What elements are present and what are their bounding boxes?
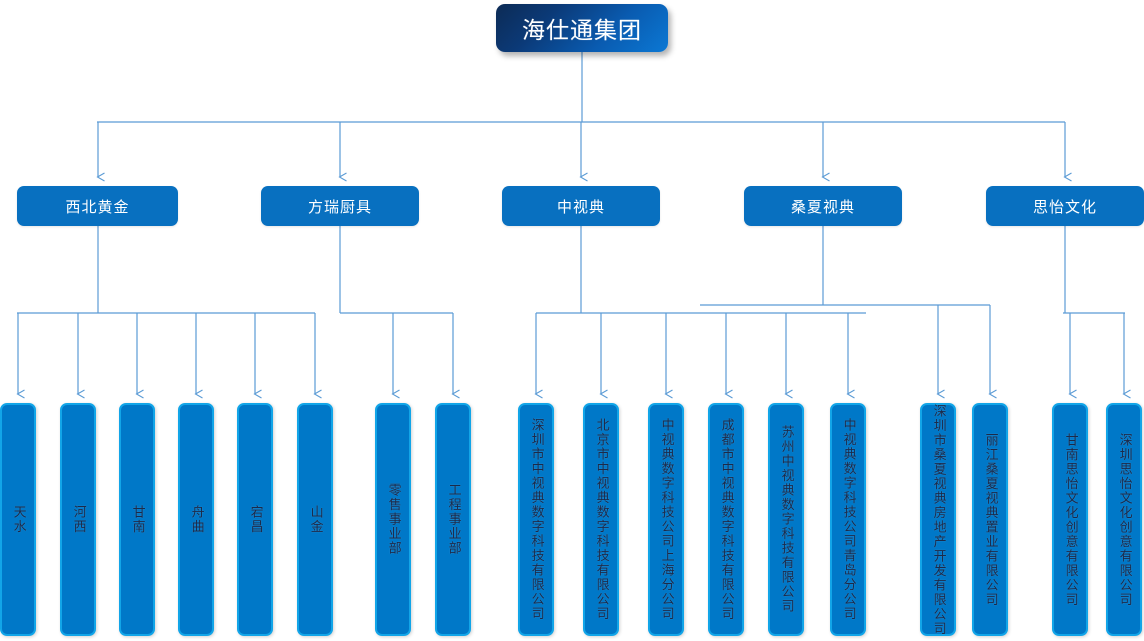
leaf-node[interactable]: 深圳市桑夏视典房地产开发有限公司 xyxy=(920,403,956,636)
leaf-label: 宕昌 xyxy=(247,505,263,534)
leaf-label: 工程事业部 xyxy=(445,483,461,556)
leaf-label: 舟曲 xyxy=(188,505,204,534)
leaf-label: 河西 xyxy=(70,505,86,534)
division-node-sangxia-shidian[interactable]: 桑夏视典 xyxy=(744,186,902,226)
division-label: 中视典 xyxy=(556,197,605,216)
leaf-node[interactable]: 中视典数字科技公司上海分公司 xyxy=(648,403,684,636)
leaf-label: 丽江桑夏视典置业有限公司 xyxy=(982,432,998,607)
leaf-node[interactable]: 山金 xyxy=(297,403,333,636)
leaf-node[interactable]: 苏州中视典数字科技有限公司 xyxy=(768,403,804,636)
leaf-node[interactable]: 成都市中视典数字科技有限公司 xyxy=(708,403,744,636)
division-label: 思怡文化 xyxy=(1032,197,1097,216)
leaf-node[interactable]: 中视典数字科技公司青岛分公司 xyxy=(830,403,866,636)
leaf-label: 深圳市桑夏视典房地产开发有限公司 xyxy=(930,403,946,636)
leaf-node[interactable]: 甘南思怡文化创意有限公司 xyxy=(1052,403,1088,636)
leaf-node[interactable]: 深圳思怡文化创意有限公司 xyxy=(1106,403,1142,636)
leaf-label: 深圳思怡文化创意有限公司 xyxy=(1116,432,1132,607)
leaf-label: 甘南 xyxy=(129,505,145,534)
division-node-siyi-wenhua[interactable]: 思怡文化 xyxy=(986,186,1144,226)
division-node-xibei-huangjin[interactable]: 西北黄金 xyxy=(17,186,178,226)
leaf-label: 成都市中视典数字科技有限公司 xyxy=(718,418,734,621)
leaf-label: 中视典数字科技公司上海分公司 xyxy=(658,418,674,621)
leaf-node[interactable]: 工程事业部 xyxy=(435,403,471,636)
leaf-label: 零售事业部 xyxy=(385,483,401,556)
leaf-node[interactable]: 天水 xyxy=(0,403,36,636)
leaf-label: 苏州中视典数字科技有限公司 xyxy=(778,425,794,614)
division-label: 桑夏视典 xyxy=(790,197,855,216)
leaf-label: 甘南思怡文化创意有限公司 xyxy=(1062,432,1078,607)
division-label: 方瑞厨具 xyxy=(307,197,372,216)
leaf-node[interactable]: 河西 xyxy=(60,403,96,636)
division-label: 西北黄金 xyxy=(65,197,130,216)
leaf-node[interactable]: 零售事业部 xyxy=(375,403,411,636)
leaf-node[interactable]: 北京市中视典数字科技有限公司 xyxy=(583,403,619,636)
leaf-label: 深圳市中视典数字科技有限公司 xyxy=(528,418,544,621)
leaf-label: 天水 xyxy=(10,505,26,534)
leaf-label: 中视典数字科技公司青岛分公司 xyxy=(840,418,856,621)
leaf-node[interactable]: 宕昌 xyxy=(237,403,273,636)
division-node-fangrui-chuju[interactable]: 方瑞厨具 xyxy=(261,186,419,226)
leaf-label: 山金 xyxy=(307,505,323,534)
leaf-node[interactable]: 深圳市中视典数字科技有限公司 xyxy=(518,403,554,636)
leaf-node[interactable]: 舟曲 xyxy=(178,403,214,636)
root-node-haishitong-group[interactable]: 海仕通集团 xyxy=(496,4,668,52)
leaf-node[interactable]: 甘南 xyxy=(119,403,155,636)
division-node-zhongshidian[interactable]: 中视典 xyxy=(502,186,660,226)
leaf-label: 北京市中视典数字科技有限公司 xyxy=(593,418,609,621)
leaf-node[interactable]: 丽江桑夏视典置业有限公司 xyxy=(972,403,1008,636)
